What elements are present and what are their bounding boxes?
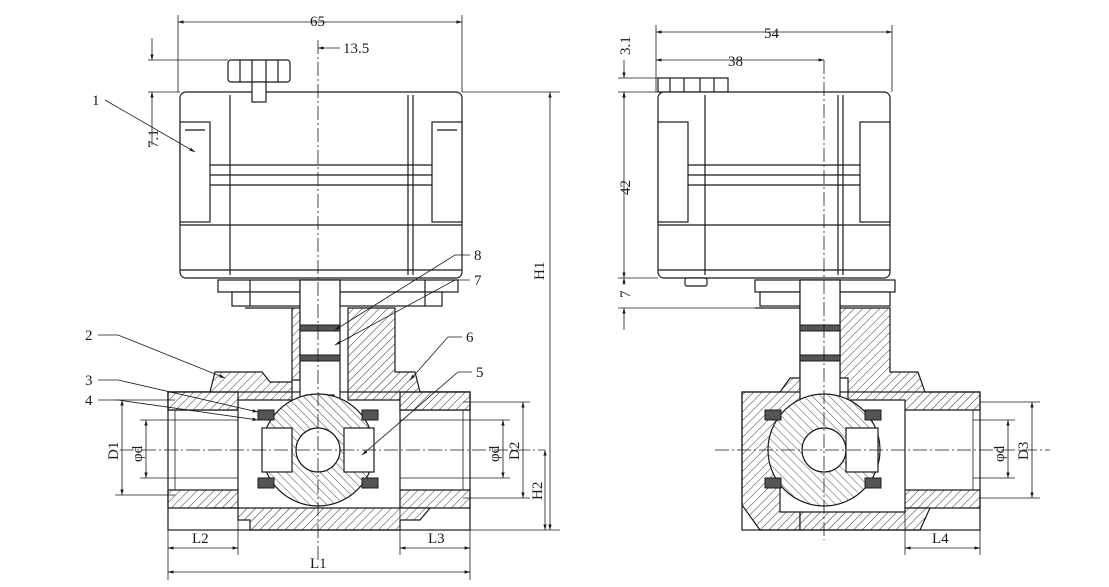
- dim-d1-label: D1: [106, 442, 122, 460]
- manual-handle: [227, 59, 291, 103]
- callout-6: 6: [466, 330, 474, 346]
- dim-width-label: 65: [310, 14, 325, 30]
- side-view: 54 38 3.1 42 7: [618, 25, 1050, 555]
- callout-7: 7: [474, 273, 482, 289]
- callout-1: 1: [92, 93, 100, 109]
- side-dim-d3-label: D3: [1016, 442, 1032, 460]
- callout-5: 5: [476, 365, 484, 381]
- dim-l2: L2: [168, 490, 239, 555]
- dim-l2-label: L2: [192, 531, 209, 547]
- dim-h1: H1: [462, 91, 560, 531]
- dim-handle-height: 7.1: [146, 38, 228, 148]
- dim-port-dia-left-label: φd: [130, 445, 146, 462]
- side-handle: [657, 77, 729, 93]
- dim-h1-label: H1: [532, 262, 548, 280]
- side-dim-width-label: 54: [764, 26, 780, 42]
- valve-body: [167, 307, 471, 531]
- dim-l3: L3: [399, 490, 470, 555]
- side-dim-d3: D3: [980, 401, 1040, 499]
- side-dim-3-1-label: 3.1: [618, 36, 634, 55]
- dim-stem-offset: 13.5: [318, 41, 369, 57]
- side-dim-42-label: 42: [618, 180, 634, 195]
- dim-h2-label: H2: [530, 482, 546, 500]
- dim-stem-offset-label: 13.5: [343, 41, 369, 57]
- dim-l1-label: L1: [310, 556, 327, 572]
- dim-h2: H2: [530, 450, 547, 530]
- dim-l1: L1: [167, 530, 471, 580]
- side-dim-38: 38: [656, 54, 824, 70]
- side-dim-42: 42: [618, 92, 658, 279]
- dim-d1: D1: [106, 399, 175, 496]
- valve-stem: [299, 279, 341, 414]
- side-dim-port-dia: φd: [973, 419, 1015, 479]
- dim-width-65: 65: [177, 14, 463, 92]
- callout-2: 2: [85, 328, 93, 344]
- side-seats: [764, 409, 882, 489]
- side-dim-7-label: 7: [618, 290, 634, 298]
- side-dim-3-1: 3.1: [618, 36, 658, 100]
- dim-d2: D2: [463, 401, 530, 499]
- callout-8: 8: [474, 248, 482, 264]
- callout-3: 3: [85, 373, 93, 389]
- side-dim-38-label: 38: [728, 54, 743, 70]
- side-dim-7: 7: [618, 278, 755, 330]
- dim-l3-label: L3: [428, 531, 445, 547]
- front-view: 65 13.5 7.1 H1 H2: [85, 14, 560, 580]
- side-dim-l4: L4: [904, 508, 981, 555]
- side-dim-port-dia-label: φd: [992, 445, 1008, 462]
- callout-4: 4: [85, 393, 93, 409]
- dim-port-dia-right: φd: [400, 419, 510, 479]
- side-dim-l4-label: L4: [932, 531, 949, 547]
- side-stem: [799, 279, 841, 413]
- side-actuator-housing: [657, 91, 891, 287]
- dim-port-dia-right-label: φd: [487, 445, 503, 462]
- dim-handle-height-label: 7.1: [146, 129, 162, 148]
- callouts: 1 2 3 4 5 6 7 8: [85, 93, 484, 456]
- dim-d2-label: D2: [507, 442, 523, 460]
- dim-port-dia-left: φd: [130, 419, 238, 479]
- seats: [257, 409, 379, 489]
- actuator-housing: [179, 91, 463, 279]
